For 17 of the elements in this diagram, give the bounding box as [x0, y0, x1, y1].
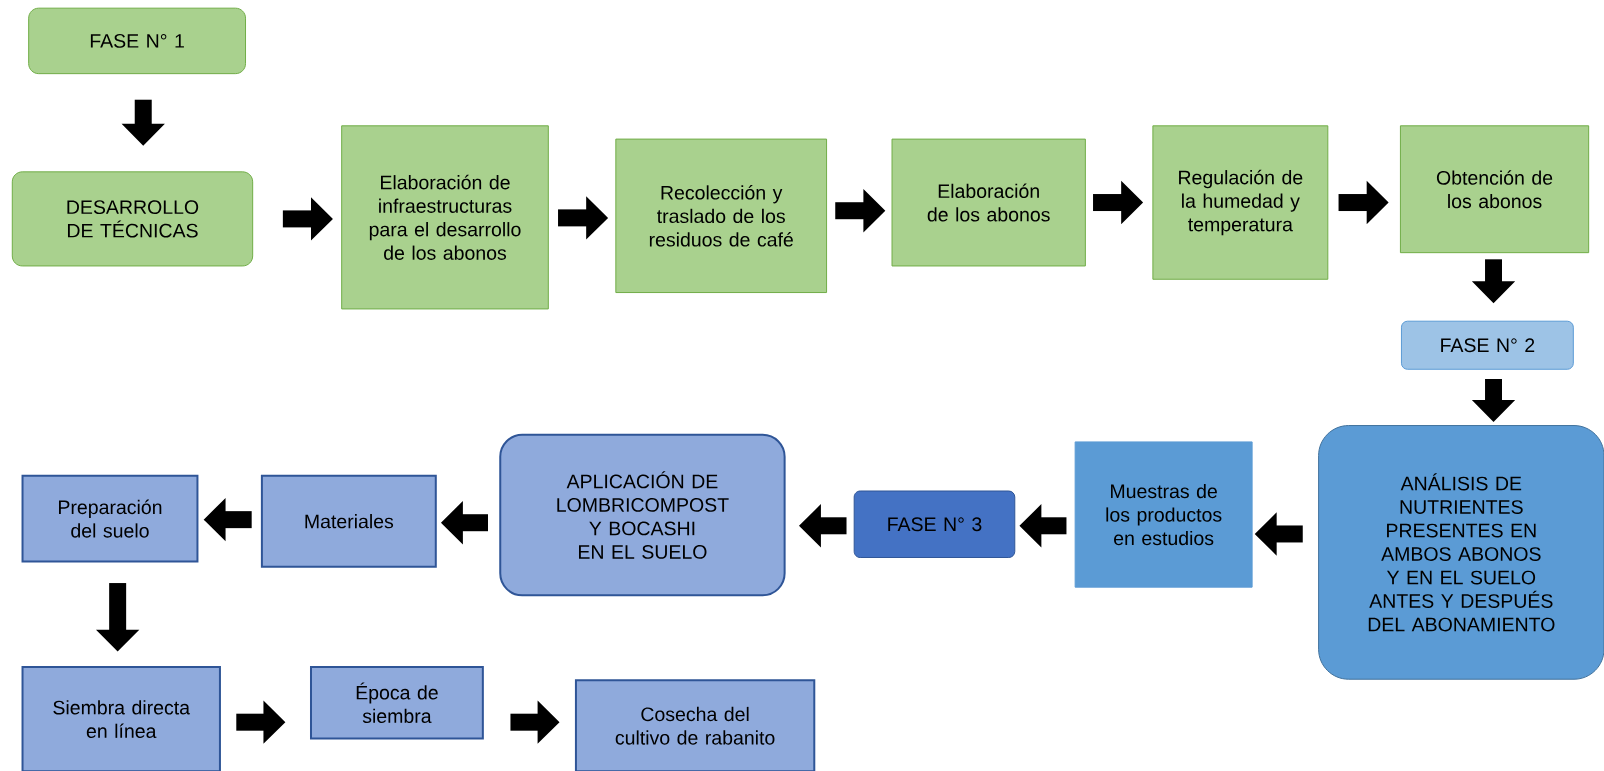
process-box: Cosecha del cultivo de rabanito	[574, 679, 816, 771]
process-box: Elaboración de infraestructuras para el desarrollo de los abonos	[341, 125, 549, 310]
phase-box: FASE N° 1	[28, 7, 247, 75]
process-box: DESARROLLO DE TÉCNICAS	[11, 171, 254, 267]
process-box: Elaboración de los abonos	[891, 138, 1086, 267]
process-box: Siembra directa en línea	[21, 665, 221, 771]
phase-box: FASE N° 2	[1400, 320, 1574, 370]
phase-box: FASE N° 3	[853, 490, 1016, 558]
process-box: Preparación del suelo	[21, 474, 199, 563]
process-box: Época de siembra	[310, 665, 484, 740]
process-box: Recolección y traslado de los residuos de café	[615, 138, 828, 294]
process-box: Materiales	[260, 474, 437, 568]
process-box: APLICACIÓN DE LOMBRICOMPOST Y BOCASHI EN EL SUELO	[499, 433, 786, 597]
process-box: Regulación de la humedad y temperatura	[1152, 125, 1329, 280]
process-box: ANÁLISIS DE NUTRIENTES PRESENTES EN AMBOS ABONOS Y EN EL SUELO ANTES Y DESPUÉS DEL ABONAMIENTO	[1318, 425, 1604, 680]
process-box: Obtención de los abonos	[1399, 125, 1590, 254]
process-box: Muestras de los productos en estudios	[1074, 441, 1253, 588]
